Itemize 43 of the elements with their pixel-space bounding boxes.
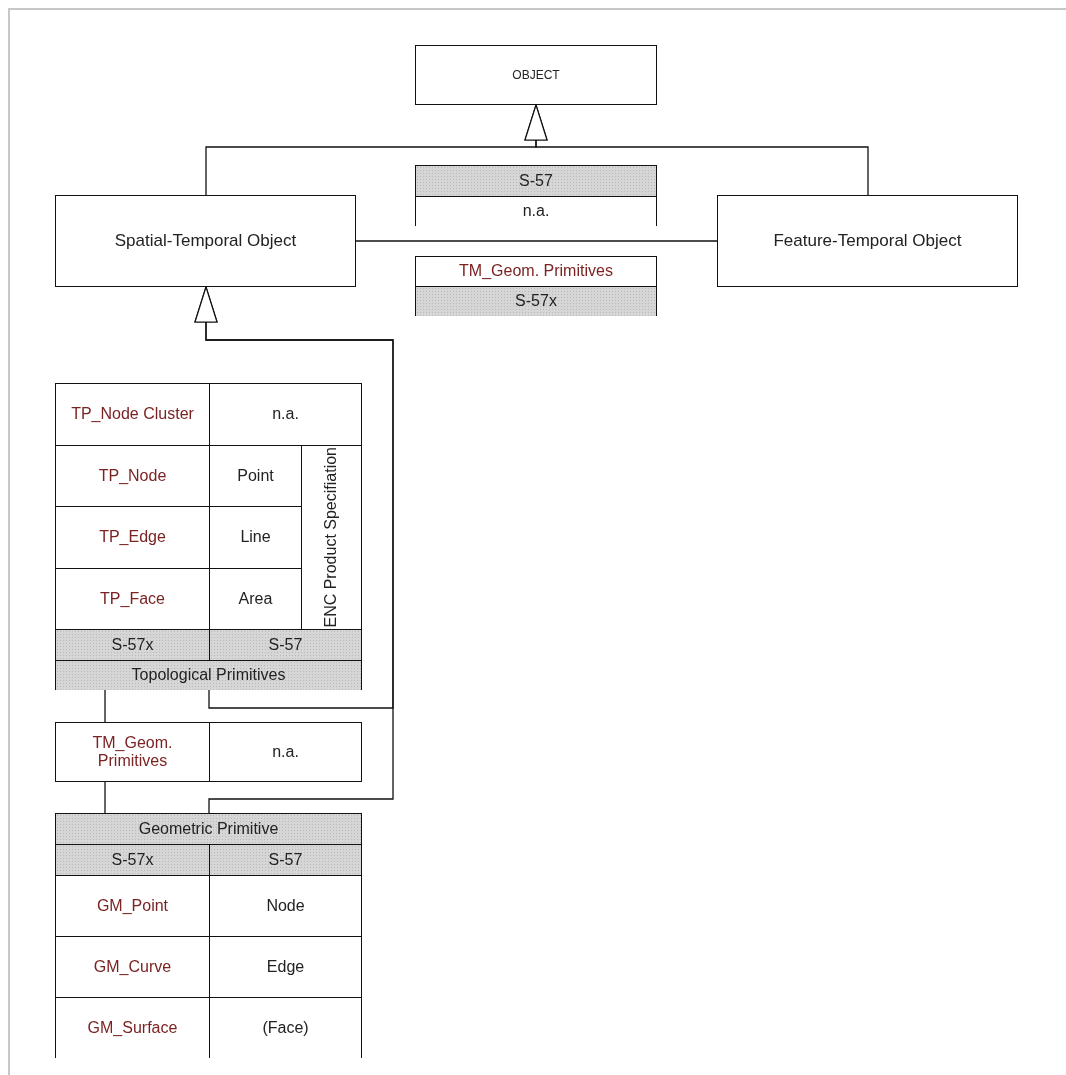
mapping-value: Edge [210, 937, 361, 997]
mapping-value: n.a. [210, 723, 361, 781]
standard-header: S-57 [210, 630, 361, 660]
class-table [55, 722, 362, 782]
standard-header: S-57x [56, 845, 209, 875]
class-name: Spatial-Temporal Object [114, 231, 297, 251]
class-box [55, 195, 356, 287]
class-table [415, 256, 657, 316]
class-name: GM_Point [56, 876, 209, 936]
vertical-label: ENC Product Specifiation [322, 447, 341, 628]
standard-header: Geometric Primitive [56, 814, 361, 844]
class-name: GM_Surface [56, 998, 209, 1058]
class-box [717, 195, 1018, 287]
standard-header: S-57 [210, 845, 361, 875]
class-table [415, 165, 657, 226]
association-line [355, 240, 718, 242]
class-name: TP_Edge [56, 507, 209, 568]
class-name: TM_Geom. Primitives [56, 723, 209, 781]
class-name: GM_Curve [56, 937, 209, 997]
association-line [104, 781, 106, 814]
mapping-value: Node [210, 876, 361, 936]
association-line [104, 689, 106, 723]
standard-header: S-57x [56, 630, 209, 660]
class-table [55, 383, 362, 690]
class-name: OBJECT [512, 68, 560, 82]
class-name: TP_Node Cluster [56, 384, 209, 445]
mapping-value: n.a. [210, 384, 361, 445]
class-name: TP_Node [56, 446, 209, 506]
class-name: TM_Geom. Primitives [416, 257, 656, 286]
mapping-value: (Face) [210, 998, 361, 1058]
class-table [55, 813, 362, 1058]
inheritance-arrow [524, 104, 869, 196]
mapping-value: n.a. [416, 197, 656, 226]
standard-header: S-57 [416, 166, 656, 196]
mapping-value: Point [210, 446, 301, 506]
inheritance-arrow [194, 286, 394, 814]
standard-header: S-57x [416, 287, 656, 316]
standard-header: Topological Primitives [56, 661, 361, 690]
class-name: Feature-Temporal Object [773, 231, 962, 251]
mapping-value: Line [210, 507, 301, 568]
class-name: TP_Face [56, 569, 209, 629]
mapping-value: Area [210, 569, 301, 629]
class-box [415, 45, 657, 105]
